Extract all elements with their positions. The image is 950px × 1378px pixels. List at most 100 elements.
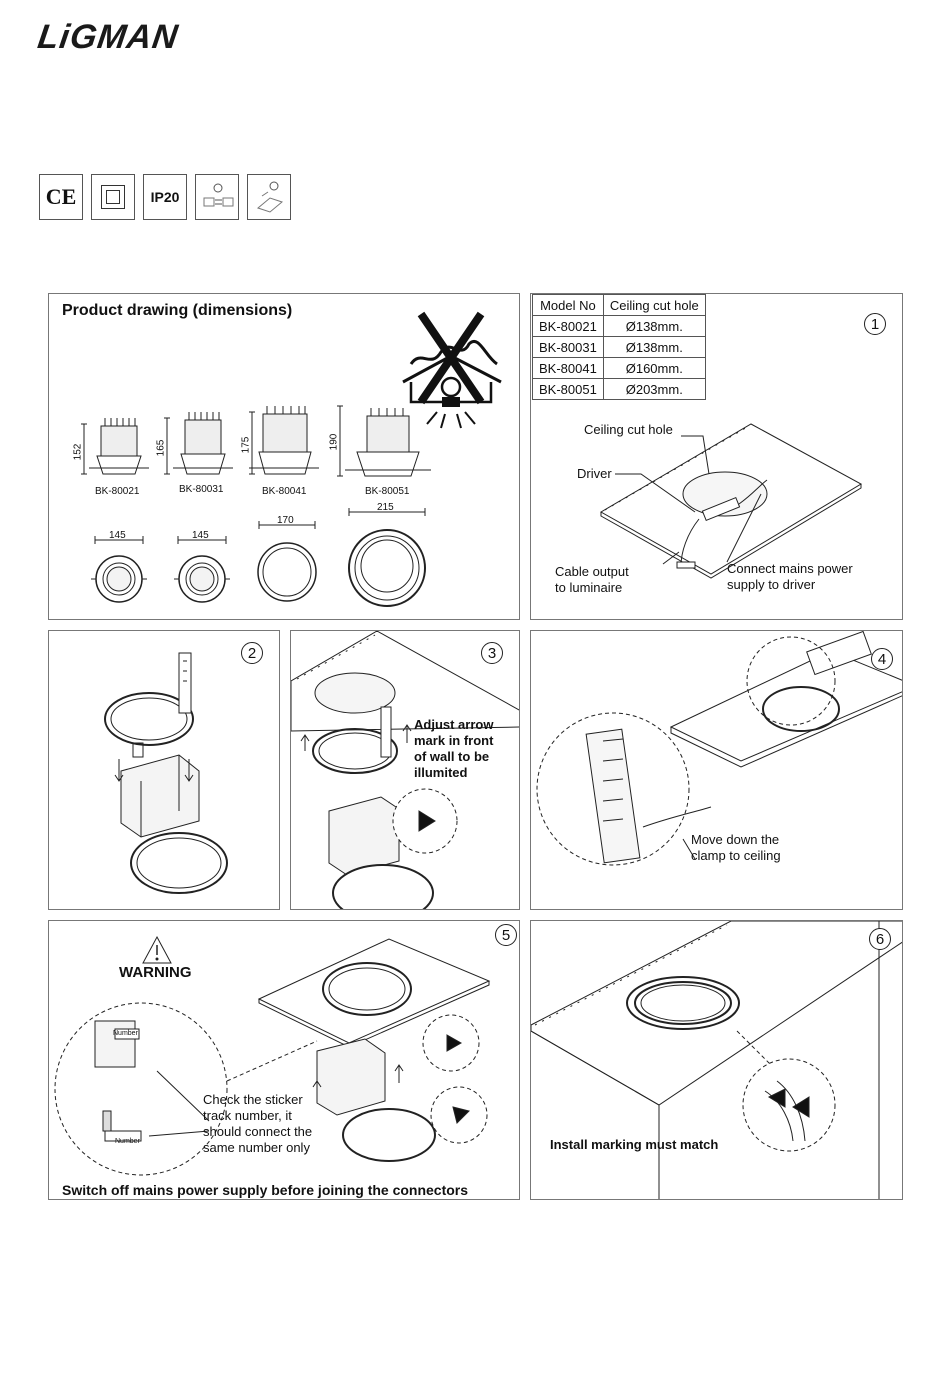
table-row: BK-80021 Ø138mm. [532, 315, 706, 337]
driver-label: Driver [577, 466, 612, 481]
move-clamp-label-2: clamp to ceiling [691, 848, 781, 863]
warning-label: WARNING [119, 964, 192, 981]
table-cell: Ø138mm. [602, 336, 706, 358]
step2-svg [104, 652, 228, 894]
lamp-bezel [130, 832, 228, 894]
mounting-ring [312, 728, 398, 774]
class-ii-icon [91, 174, 135, 220]
model-label-bk80041: BK-80041 [262, 486, 307, 497]
model-label-bk80021: BK-80021 [95, 486, 140, 497]
number-tag-bottom: Number [115, 1138, 140, 1145]
mains-wire [738, 479, 768, 505]
arrow-up-left-icon [312, 1080, 322, 1099]
step-number-5: 5 [495, 924, 517, 946]
driver-box [701, 496, 741, 522]
switch-off-warning: Switch off mains power supply before joi… [62, 1182, 469, 1198]
step4-panel: 4 Move down the clamp to ceiling [530, 630, 903, 910]
width-label-bk80021: 145 [109, 530, 126, 541]
product-drawing-panel: Product drawing (dimensions) [48, 293, 520, 620]
step5-svg [54, 935, 491, 1176]
step-number-1: 1 [864, 313, 886, 335]
ce-mark-icon: CE [39, 174, 83, 220]
adjust-arrow-label-1: Adjust arrow [414, 717, 494, 732]
table-header-row: Model No Ceiling cut hole [532, 294, 706, 316]
connector-zoom-circle [54, 1002, 228, 1176]
clamp-bracket [178, 652, 192, 714]
side-view-bk80021 [81, 418, 149, 475]
step-number-6: 6 [869, 928, 891, 950]
front-views [91, 508, 426, 607]
step-number-2: 2 [241, 642, 263, 664]
table-cell: BK-80041 [532, 357, 604, 379]
table-cell: BK-80021 [532, 315, 604, 337]
width-label-bk80031: 145 [192, 530, 209, 541]
table-cell: Ø160mm. [602, 357, 706, 379]
ceiling-cut-hole-label: Ceiling cut hole [584, 422, 673, 437]
connect-mains-label-1: Connect mains power [727, 561, 853, 576]
side-view-bk80051 [337, 405, 431, 477]
arrow-mark-icon [418, 810, 436, 832]
number-tag-top: Number [113, 1030, 138, 1037]
model-cut-hole-table: Model No Ceiling cut hole BK-80021 Ø138m… [532, 294, 706, 400]
table-cell: BK-80031 [532, 336, 604, 358]
dimmable-icon [195, 174, 239, 220]
width-label-bk80041: 170 [277, 515, 294, 526]
cable-output-label-1: Cable output [555, 564, 629, 579]
arrow-mark-icon [767, 1088, 786, 1108]
driver-box [806, 631, 872, 676]
width-label-bk80051: 215 [377, 502, 394, 513]
driver-icon [247, 174, 291, 220]
ceiling-plane [669, 650, 902, 762]
product-drawing-title: Product drawing (dimensions) [62, 302, 293, 319]
clamp-bracket [585, 728, 641, 864]
ring-mark-icon [792, 1096, 810, 1118]
table-header: Model No [532, 294, 604, 316]
height-label-bk80031: 165 [155, 439, 167, 457]
marking-zoom-circle [742, 1058, 836, 1152]
sticker-check-label-4: same number only [203, 1140, 310, 1155]
table-cell: BK-80051 [532, 378, 604, 400]
step4-svg [536, 631, 902, 866]
table-header: Ceiling cut hole [602, 294, 706, 316]
adjust-arrow-label-2: mark in front [414, 733, 494, 748]
table-cell: Ø203mm. [602, 378, 706, 400]
model-label-bk80031: BK-80031 [179, 484, 224, 495]
height-label-bk80041: 175 [240, 436, 252, 454]
height-label-bk80021: 152 [72, 443, 84, 461]
step1-panel: 1 Ceiling cut hole Driver Cable output t… [530, 293, 903, 620]
product-drawing-svg [81, 311, 502, 607]
step5-panel: 5 WARNING Number Number Check the sticke… [48, 920, 520, 1200]
front-view-bk80051 [348, 508, 426, 607]
lamp-body [328, 796, 400, 876]
step3-panel: 3 Adjust arrow mark in front of wall to … [290, 630, 520, 910]
move-clamp-label-1: Move down the [691, 832, 780, 847]
sticker-check-label-2: track number, it [203, 1108, 292, 1123]
arrow-up-icon [402, 724, 412, 743]
lamp-body [316, 1038, 386, 1116]
step6-panel: 6 Install marking must match [530, 920, 903, 1200]
no-insulation-cover-icon [402, 311, 502, 429]
ceiling-plane [531, 921, 902, 1106]
adjust-arrow-label-3: of wall to be [414, 749, 490, 764]
ip20-badge: IP20 [143, 174, 187, 220]
step-number-3: 3 [481, 642, 503, 664]
step2-panel: 2 [48, 630, 280, 910]
step1-svg [599, 423, 863, 579]
step6-svg [531, 921, 902, 1199]
table-row: BK-80051 Ø203mm. [532, 378, 706, 400]
side-views [81, 405, 431, 477]
connect-mains-label-2: supply to driver [727, 577, 816, 592]
brand-logo: LiGMAN [35, 18, 181, 56]
sticker-check-label-1: Check the sticker [203, 1092, 303, 1107]
front-view-bk80041 [257, 521, 317, 602]
arrow-down-left-icon [114, 759, 124, 782]
cable-output-label-2: to luminaire [555, 580, 623, 595]
arrow-mark-icon [446, 1034, 463, 1052]
table-cell: Ø138mm. [602, 315, 706, 337]
step3-svg [291, 631, 519, 909]
install-marking-label: Install marking must match [550, 1137, 719, 1152]
step-number-4: 4 [871, 648, 893, 670]
side-view-bk80031 [164, 412, 233, 475]
side-view-bk80041 [249, 406, 319, 475]
lamp-body [120, 754, 200, 838]
